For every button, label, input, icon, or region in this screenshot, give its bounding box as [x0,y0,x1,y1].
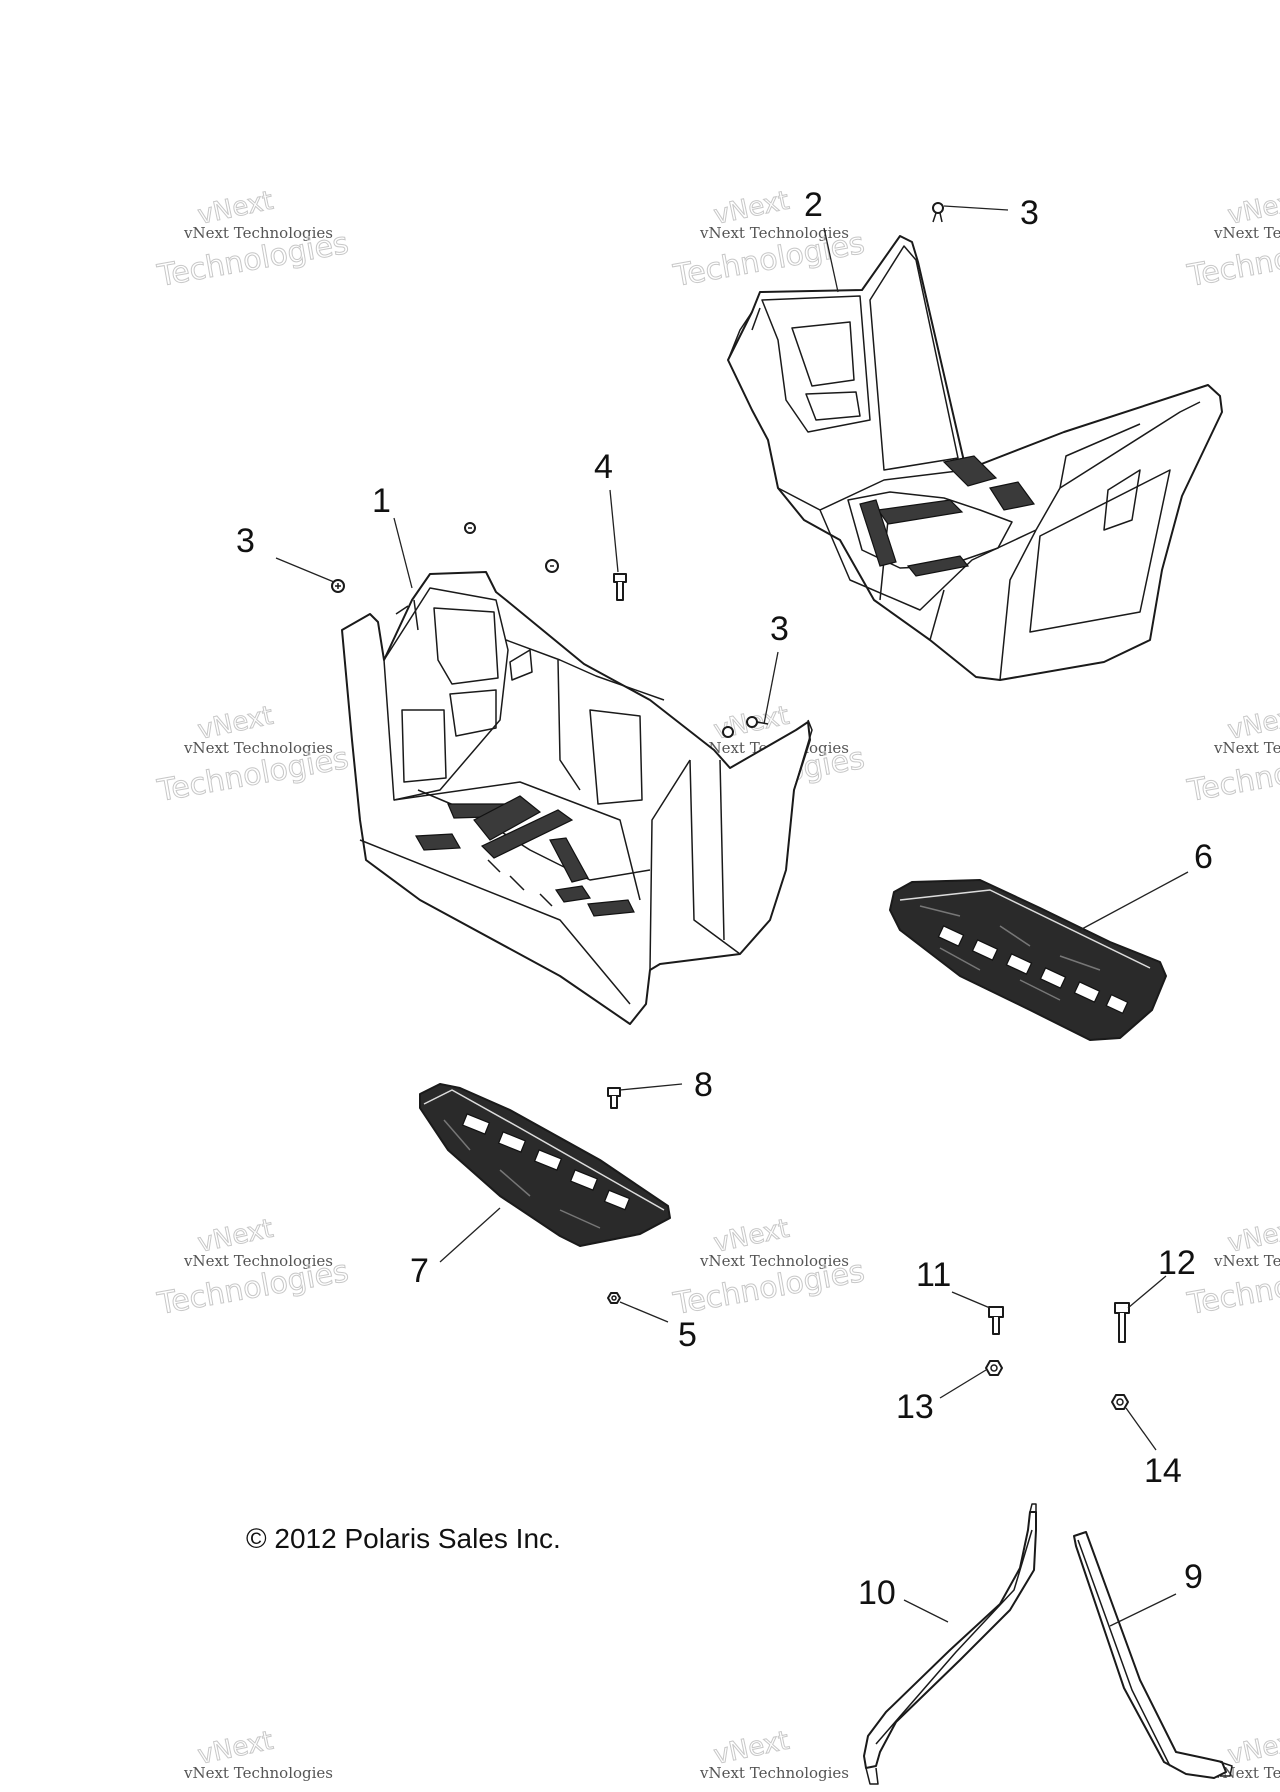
callout-1: 1 [372,482,391,520]
push-rivet-icon [932,202,944,223]
bolt-icon [607,1087,621,1109]
push-rivet-icon [331,579,345,593]
part-1-floor-pan-lower [341,571,813,1025]
watermark-text: vNext Technologies [183,1764,333,1782]
callout-3: 3 [1020,194,1039,232]
watermark-text: vNext Technologies [1213,224,1280,242]
push-rivet-icon [722,726,734,738]
watermark-text: vNext Technologies [699,224,849,242]
bolt-icon [988,1306,1004,1335]
part-10-brace [863,1503,1037,1785]
nut-icon [1111,1394,1129,1410]
callout-labels: 1 2 3 3 3 4 5 6 7 8 9 10 11 12 13 14 [236,186,1213,1612]
part-7-footrest-left [419,1083,671,1247]
leader-10 [903,1599,949,1623]
part-9-brace [1073,1531,1233,1779]
leader-lines [275,205,1189,1627]
callout-12: 12 [1158,1244,1196,1282]
leader-3b [275,557,335,583]
watermark-text: vNext Technologies [183,224,333,242]
push-rivet-icon [464,522,476,534]
watermark-text: vNext Technologies [183,739,333,757]
watermark-r3c3: vNext vNext Technologies Technologies [1184,1213,1280,1322]
part-2-floor-pan-upper [727,235,1223,681]
watermark-r1c3: vNext vNext Technologies Technologies [1184,185,1280,294]
callout-13: 13 [896,1388,934,1426]
bolt-icon [613,573,627,601]
watermark-r3c2: vNext vNext Technologies Technologies [670,1213,868,1322]
nut-icon [607,1292,621,1304]
leader-14 [1125,1407,1157,1451]
leader-5 [619,1301,669,1323]
push-rivet-icon [545,559,559,573]
leader-2 [823,227,839,293]
leader-13 [939,1369,987,1399]
leader-1 [393,517,413,589]
watermark-r2c1: vNext vNext Technologies Technologies [154,700,352,809]
callout-9: 9 [1184,1558,1203,1596]
callout-14: 14 [1144,1452,1182,1490]
nut-icon [985,1360,1003,1376]
leader-12 [1127,1275,1167,1309]
watermark-text: vNext Technologies [1213,1252,1280,1270]
watermark-r3c1: vNext vNext Technologies Technologies [154,1213,352,1322]
watermark-r4c1: vNext vNext Technologies [183,1725,333,1782]
watermark-text: vNext Technologies [1213,1764,1280,1782]
leader-11 [951,1291,991,1309]
leader-8 [619,1083,683,1091]
watermark-text: vNext Technologies [699,1252,849,1270]
leader-3c [763,651,779,725]
part-6-footrest-right [889,879,1167,1041]
watermark-r2c3: vNext vNext Technologies Technologies [1184,700,1280,809]
callout-7: 7 [410,1252,429,1290]
callout-8: 8 [694,1066,713,1104]
callout-3: 3 [770,610,789,648]
leader-7 [439,1207,501,1263]
callout-11: 11 [916,1256,951,1294]
watermark-r4c2: vNext vNext Technologies [699,1725,849,1782]
callout-3: 3 [236,522,255,560]
watermark-text: vNext Technologies [183,1252,333,1270]
leader-3a [943,205,1009,211]
fastener-group [331,202,1130,1410]
watermark-text: vNext Technologies [1213,739,1280,757]
leader-9 [1109,1593,1177,1627]
callout-2: 2 [804,186,823,224]
callout-10: 10 [858,1574,896,1612]
callout-4: 4 [594,448,613,486]
watermark-text: vNext Technologies [699,1764,849,1782]
leader-4 [609,489,619,573]
bolt-icon [1114,1302,1130,1343]
callout-5: 5 [678,1316,697,1354]
callout-6: 6 [1194,838,1213,876]
push-rivet-icon [746,716,769,728]
watermark-r1c2: vNext vNext Technologies Technologies [670,185,868,294]
copyright-notice: © 2012 Polaris Sales Inc. [246,1523,561,1554]
leader-6 [1079,871,1189,931]
watermark-r1c1: vNext vNext Technologies Technologies [154,185,352,294]
